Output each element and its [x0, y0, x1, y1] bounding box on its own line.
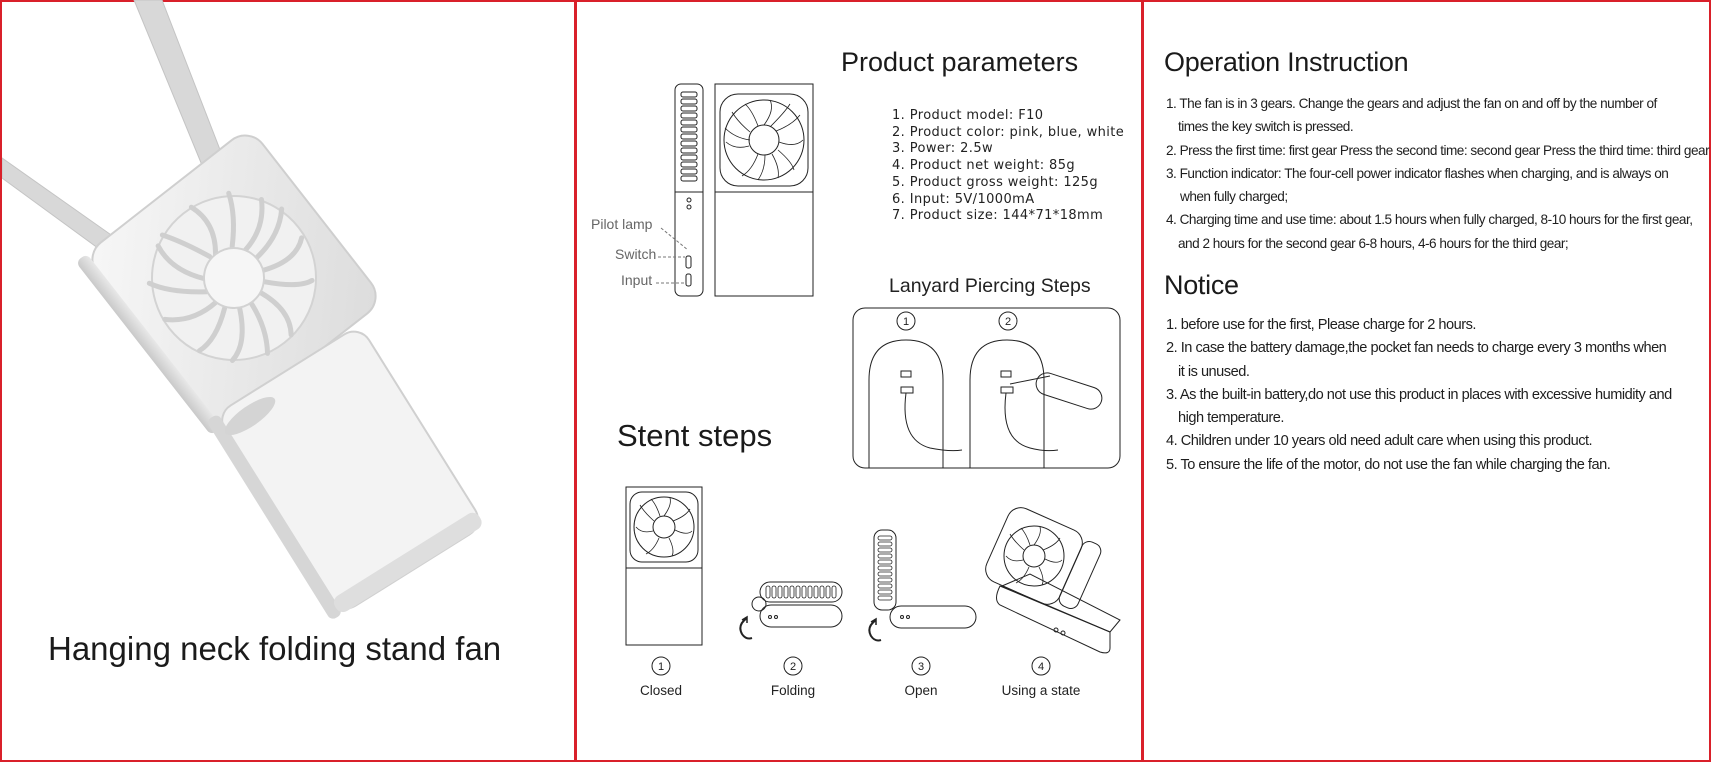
operation-item: 3. Function indicator: The four-cell pow…: [1166, 162, 1709, 209]
technical-diagrams: 1 2 1 2 3 4: [625, 83, 1121, 676]
operation-item-line: times the key switch is pressed.: [1178, 119, 1354, 135]
notice-item: 2. In case the battery damage,the pocket…: [1166, 337, 1672, 384]
stent-step-2-label: Folding: [770, 683, 816, 698]
notice-item: 4. Children under 10 years old need adul…: [1166, 430, 1672, 453]
input-label: Input: [621, 272, 653, 288]
spec-item: 4. Product net weight: 85g: [892, 158, 1076, 174]
stent-step-3-label: Open: [904, 683, 938, 698]
pilot-lamp-label: Pilot lamp: [591, 216, 653, 232]
notice-item-line: high temperature.: [1178, 410, 1284, 427]
stent-step-3-number: 3: [918, 661, 924, 673]
device-side-view: [674, 83, 704, 297]
notice-item: 3. As the built-in battery,do not use th…: [1166, 384, 1672, 431]
product-parameters-heading: Product parameters: [841, 47, 1079, 77]
product-photo-panel: Hanging neck folding stand fan: [2, 0, 574, 762]
spec-item: 3. Power: 2.5w: [892, 141, 994, 157]
notice-item-line: 2. In case the battery damage,the pocket…: [1166, 340, 1667, 357]
stent-step-4-number: 4: [1038, 661, 1044, 673]
notice-item: 5. To ensure the life of the motor, do n…: [1166, 454, 1672, 477]
stent-steps-heading: Stent steps: [617, 418, 773, 453]
stent-step-1-number: 1: [658, 661, 664, 673]
notice-heading: Notice: [1164, 270, 1239, 300]
spec-item: 2. Product color: pink, blue, white: [892, 124, 1125, 140]
operation-item: 4. Charging time and use time: about 1.5…: [1166, 208, 1709, 255]
stent-step-2-number: 2: [790, 661, 796, 673]
operation-item: 2. Press the first time: first gear Pres…: [1166, 139, 1710, 162]
neck-fan-photo: [2, 0, 482, 619]
frame-bottom: [0, 760, 1711, 762]
notice-item-line: 5. To ensure the life of the motor, do n…: [1166, 456, 1611, 473]
product-parameters-list: 1. Product model: F10 2. Product color: …: [892, 108, 1124, 225]
lanyard-step-1-number: 1: [903, 316, 909, 328]
operation-item-line: 4. Charging time and use time: about 1.5…: [1166, 212, 1693, 228]
frame-left: [0, 0, 2, 762]
spec-item: 7. Product size: 144*71*18mm: [892, 208, 1104, 224]
operation-item-line: when fully charged;: [1180, 189, 1288, 205]
stent-closed-device: [625, 486, 703, 646]
spec-item: 1. Product model: F10: [892, 108, 1044, 123]
notice-item: 1. before use for the first, Please char…: [1166, 314, 1672, 337]
operation-instruction-heading: Operation Instruction: [1164, 47, 1409, 77]
panel-divider-1: [574, 0, 577, 762]
notice-item-line: 4. Children under 10 years old need adul…: [1166, 433, 1593, 450]
notice-item-line: 3. As the built-in battery,do not use th…: [1166, 386, 1672, 403]
operation-item-line: 3. Function indicator: The four-cell pow…: [1166, 165, 1669, 181]
side-vent-slots: [680, 91, 698, 182]
notice-list: 1. before use for the first, Please char…: [1166, 314, 1672, 477]
operation-item: 1. The fan is in 3 gears. Change the gea…: [1166, 92, 1709, 139]
lanyard-steps-frame: [852, 307, 1121, 469]
product-title: Hanging neck folding stand fan: [48, 630, 502, 667]
operation-item-line: and 2 hours for the second gear 6-8 hour…: [1178, 235, 1569, 251]
spec-item: 5. Product gross weight: 125g: [892, 174, 1098, 190]
stent-step-4-label: Using a state: [1001, 683, 1081, 698]
notice-item-line: it is unused.: [1178, 363, 1250, 380]
operation-item-line: 1. The fan is in 3 gears. Change the gea…: [1166, 96, 1657, 111]
switch-label: Switch: [615, 246, 657, 262]
frame-right: [1709, 0, 1711, 762]
lanyard-step-2-number: 2: [1005, 316, 1011, 328]
spec-item: 6. Input: 5V/1000mA: [892, 191, 1035, 207]
operation-instruction-list: 1. The fan is in 3 gears. Change the gea…: [1166, 92, 1710, 255]
lanyard-steps-heading: Lanyard Piercing Steps: [889, 275, 1091, 297]
frame-top: [0, 0, 1711, 2]
notice-item-line: 1. before use for the first, Please char…: [1166, 317, 1476, 333]
panel-divider-2: [1141, 0, 1144, 762]
operation-item-line: 2. Press the first time: first gear Pres…: [1166, 142, 1710, 158]
stent-step-1-label: Closed: [639, 683, 683, 698]
device-front-view: [714, 83, 814, 297]
